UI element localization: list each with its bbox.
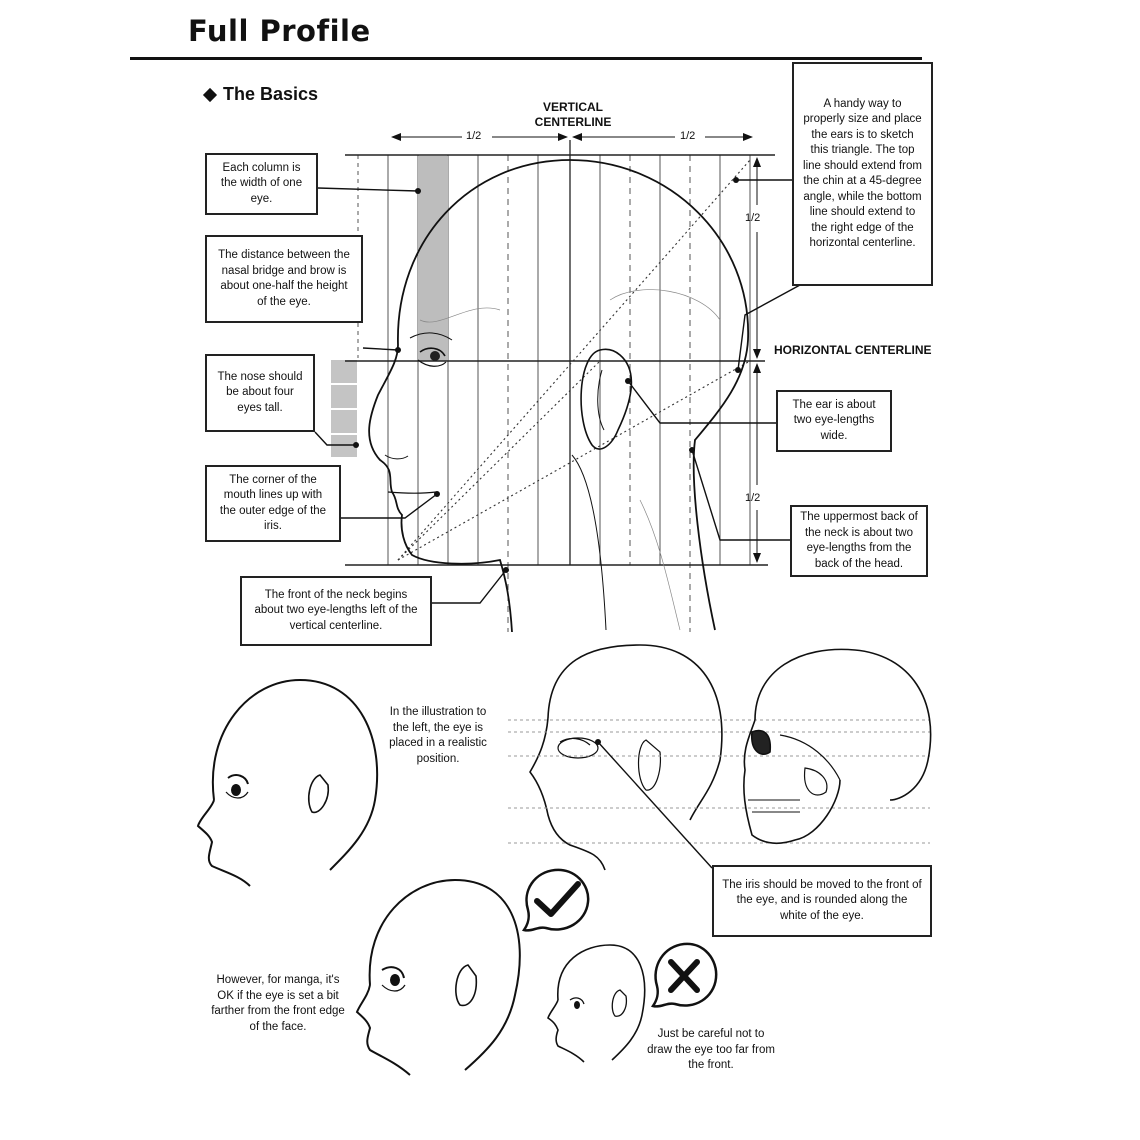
callout-iris-text: The iris should be moved to the front of…: [722, 878, 922, 922]
callout-neck-front-text: The front of the neck begins about two e…: [254, 588, 418, 632]
nose-eye-stack: [329, 358, 359, 459]
callout-neck-back: The uppermost back of the neck is about …: [790, 505, 928, 577]
callout-mouth-text: The corner of the mouth lines up with th…: [219, 473, 327, 533]
realistic-guide-lines: [508, 719, 930, 844]
note-manga-eye: However, for manga, it's OK if the eye i…: [211, 974, 345, 1033]
callout-ear-triangle-text: A handy way to properly size and place t…: [803, 97, 922, 250]
manga-head-wrong: [547, 944, 646, 1063]
page-title: Full Profile: [188, 14, 371, 48]
x-icon: [650, 942, 718, 1008]
note-realistic-eye: In the illustration to the left, the eye…: [389, 706, 487, 765]
manga-head-correct: [355, 878, 521, 1076]
callout-neck-front: The front of the neck begins about two e…: [240, 576, 432, 646]
skull-drawing: [743, 648, 932, 845]
title-divider: [130, 57, 922, 60]
half-label-right-lower: 1/2: [745, 492, 761, 504]
horizontal-centerline-label: HORIZONTAL CENTERLINE: [774, 343, 932, 357]
callout-nasal-bridge: The distance between the nasal bridge an…: [205, 235, 363, 323]
section-title: The Basics: [223, 84, 319, 104]
callout-nasal-bridge-text: The distance between the nasal bridge an…: [218, 249, 350, 308]
callout-eye-column-text: Each column is the width of one eye.: [220, 161, 303, 205]
callout-mouth: The corner of the mouth lines up with th…: [205, 465, 341, 542]
diamond-bullet-icon: [202, 87, 218, 102]
callout-ear-triangle: A handy way to properly size and place t…: [792, 62, 933, 286]
check-icon: [521, 868, 590, 932]
eye-width-column: [418, 156, 448, 361]
callout-neck-back-text: The uppermost back of the neck is about …: [800, 511, 918, 570]
callout-nose: The nose should be about four eyes tall.: [205, 354, 315, 432]
callout-ear-width: The ear is about two eye-lengths wide.: [776, 390, 892, 452]
leader-lines: [314, 179, 801, 604]
callout-ear-width-text: The ear is about two eye-lengths wide.: [792, 398, 876, 442]
ear-triangle: [397, 159, 751, 561]
half-label-right-upper: 1/2: [745, 212, 761, 224]
callout-nose-text: The nose should be about four eyes tall.: [217, 370, 303, 414]
realistic-head: [529, 644, 723, 871]
vertical-centerline-label: VERTICAL CENTERLINE: [534, 100, 612, 129]
guide-lines: [345, 154, 775, 566]
half-label-top-right: 1/2: [680, 130, 696, 142]
leader-dots: [353, 177, 741, 573]
main-head-drawing: [368, 159, 749, 633]
callout-eye-column: Each column is the width of one eye.: [205, 153, 318, 215]
section-heading: The Basics: [202, 84, 319, 105]
manga-head-left: [196, 678, 379, 887]
half-label-top-left: 1/2: [466, 130, 482, 142]
note-careful: Just be careful not to draw the eye too …: [647, 1028, 775, 1071]
callout-iris: The iris should be moved to the front of…: [712, 865, 932, 937]
